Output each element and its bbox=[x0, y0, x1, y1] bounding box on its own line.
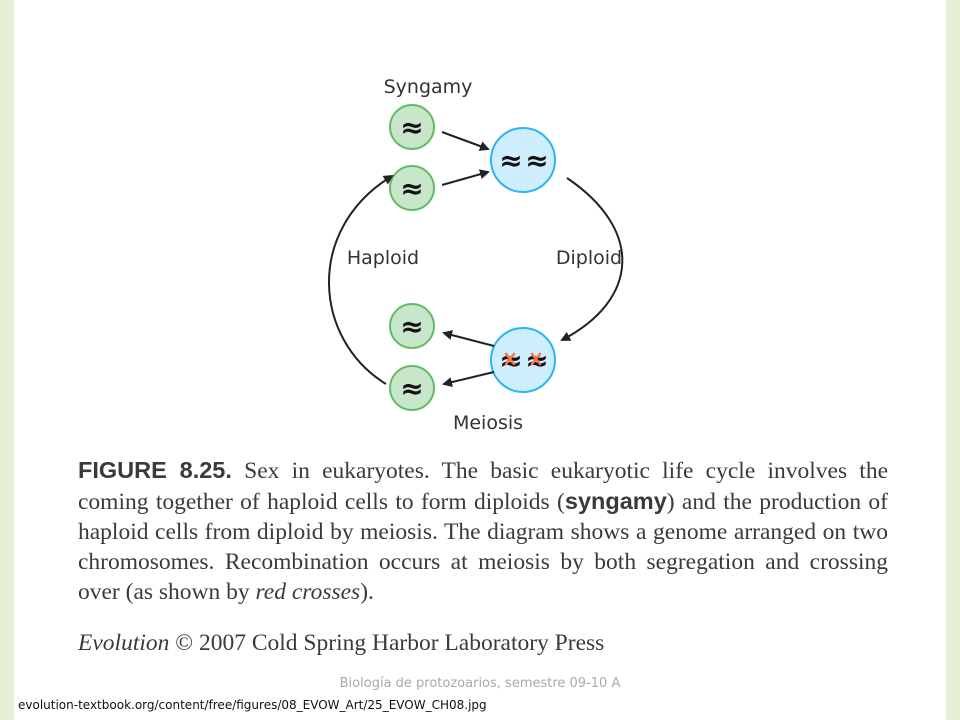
credit-book-title: Evolution bbox=[78, 630, 170, 656]
chromosome-glyph: ≈ bbox=[400, 172, 423, 205]
caption-bold-term: syngamy bbox=[564, 488, 667, 514]
chromosome-glyph: ≈ bbox=[400, 372, 423, 405]
diploid-phase-arrow bbox=[560, 177, 624, 341]
diploid-cell-bottom bbox=[490, 327, 556, 393]
chromosome-glyph: ≈ bbox=[525, 144, 548, 177]
copyright-credit: Evolution © 2007 Cold Spring Harbor Labo… bbox=[78, 630, 604, 657]
diploid-label: Diploid bbox=[556, 247, 622, 269]
figure-label: FIGURE 8.25. bbox=[78, 457, 232, 483]
syngamy-label: Syngamy bbox=[384, 76, 473, 98]
caption-text-2: ) and the production of haploid cells fr… bbox=[78, 489, 888, 605]
haploid-cell-bottom-1 bbox=[389, 303, 435, 349]
meiosis-arrow-2 bbox=[442, 371, 495, 387]
meiosis-arrow-1 bbox=[442, 330, 495, 347]
haploid-label: Haploid bbox=[347, 247, 419, 269]
caption-text-1: Sex in eukaryotes. The basic eukaryotic … bbox=[78, 458, 889, 515]
haploid-cell-top-2 bbox=[389, 165, 435, 211]
haploid-cell-bottom-2 bbox=[389, 365, 435, 411]
credit-text: © 2007 Cold Spring Harbor Laboratory Pre… bbox=[169, 630, 605, 656]
slide-footer: Biología de protozoarios, semestre 09-10… bbox=[339, 676, 621, 691]
chromosome-glyph: ≈ bbox=[400, 111, 423, 144]
crossover-marks bbox=[504, 352, 542, 366]
slide: ≈ ≈ ≈ ≈ ≈ ≈ ≈ ≈ Syngamy Haploid Diplo bbox=[14, 0, 946, 720]
haploid-cell-top-1 bbox=[389, 104, 435, 150]
caption-text-3: ). bbox=[360, 579, 374, 605]
caption-italic-term: red crosses bbox=[255, 579, 361, 605]
life-cycle-diagram: ≈ ≈ ≈ ≈ ≈ ≈ ≈ ≈ Syngamy Haploid Diplo bbox=[328, 76, 624, 434]
source-url: evolution-textbook.org/content/free/figu… bbox=[18, 698, 487, 712]
syngamy-arrow-1 bbox=[441, 131, 490, 151]
haploid-phase-arrow bbox=[328, 174, 394, 385]
meiosis-label: Meiosis bbox=[453, 412, 523, 434]
figure-caption: FIGURE 8.25. Sex in eukaryotes. The basi… bbox=[78, 455, 888, 607]
chromosome-glyph: ≈ bbox=[499, 144, 522, 177]
chromosome-glyph: ≈ bbox=[400, 310, 423, 343]
syngamy-arrow-2 bbox=[441, 169, 490, 186]
diploid-cell-top bbox=[490, 127, 556, 193]
